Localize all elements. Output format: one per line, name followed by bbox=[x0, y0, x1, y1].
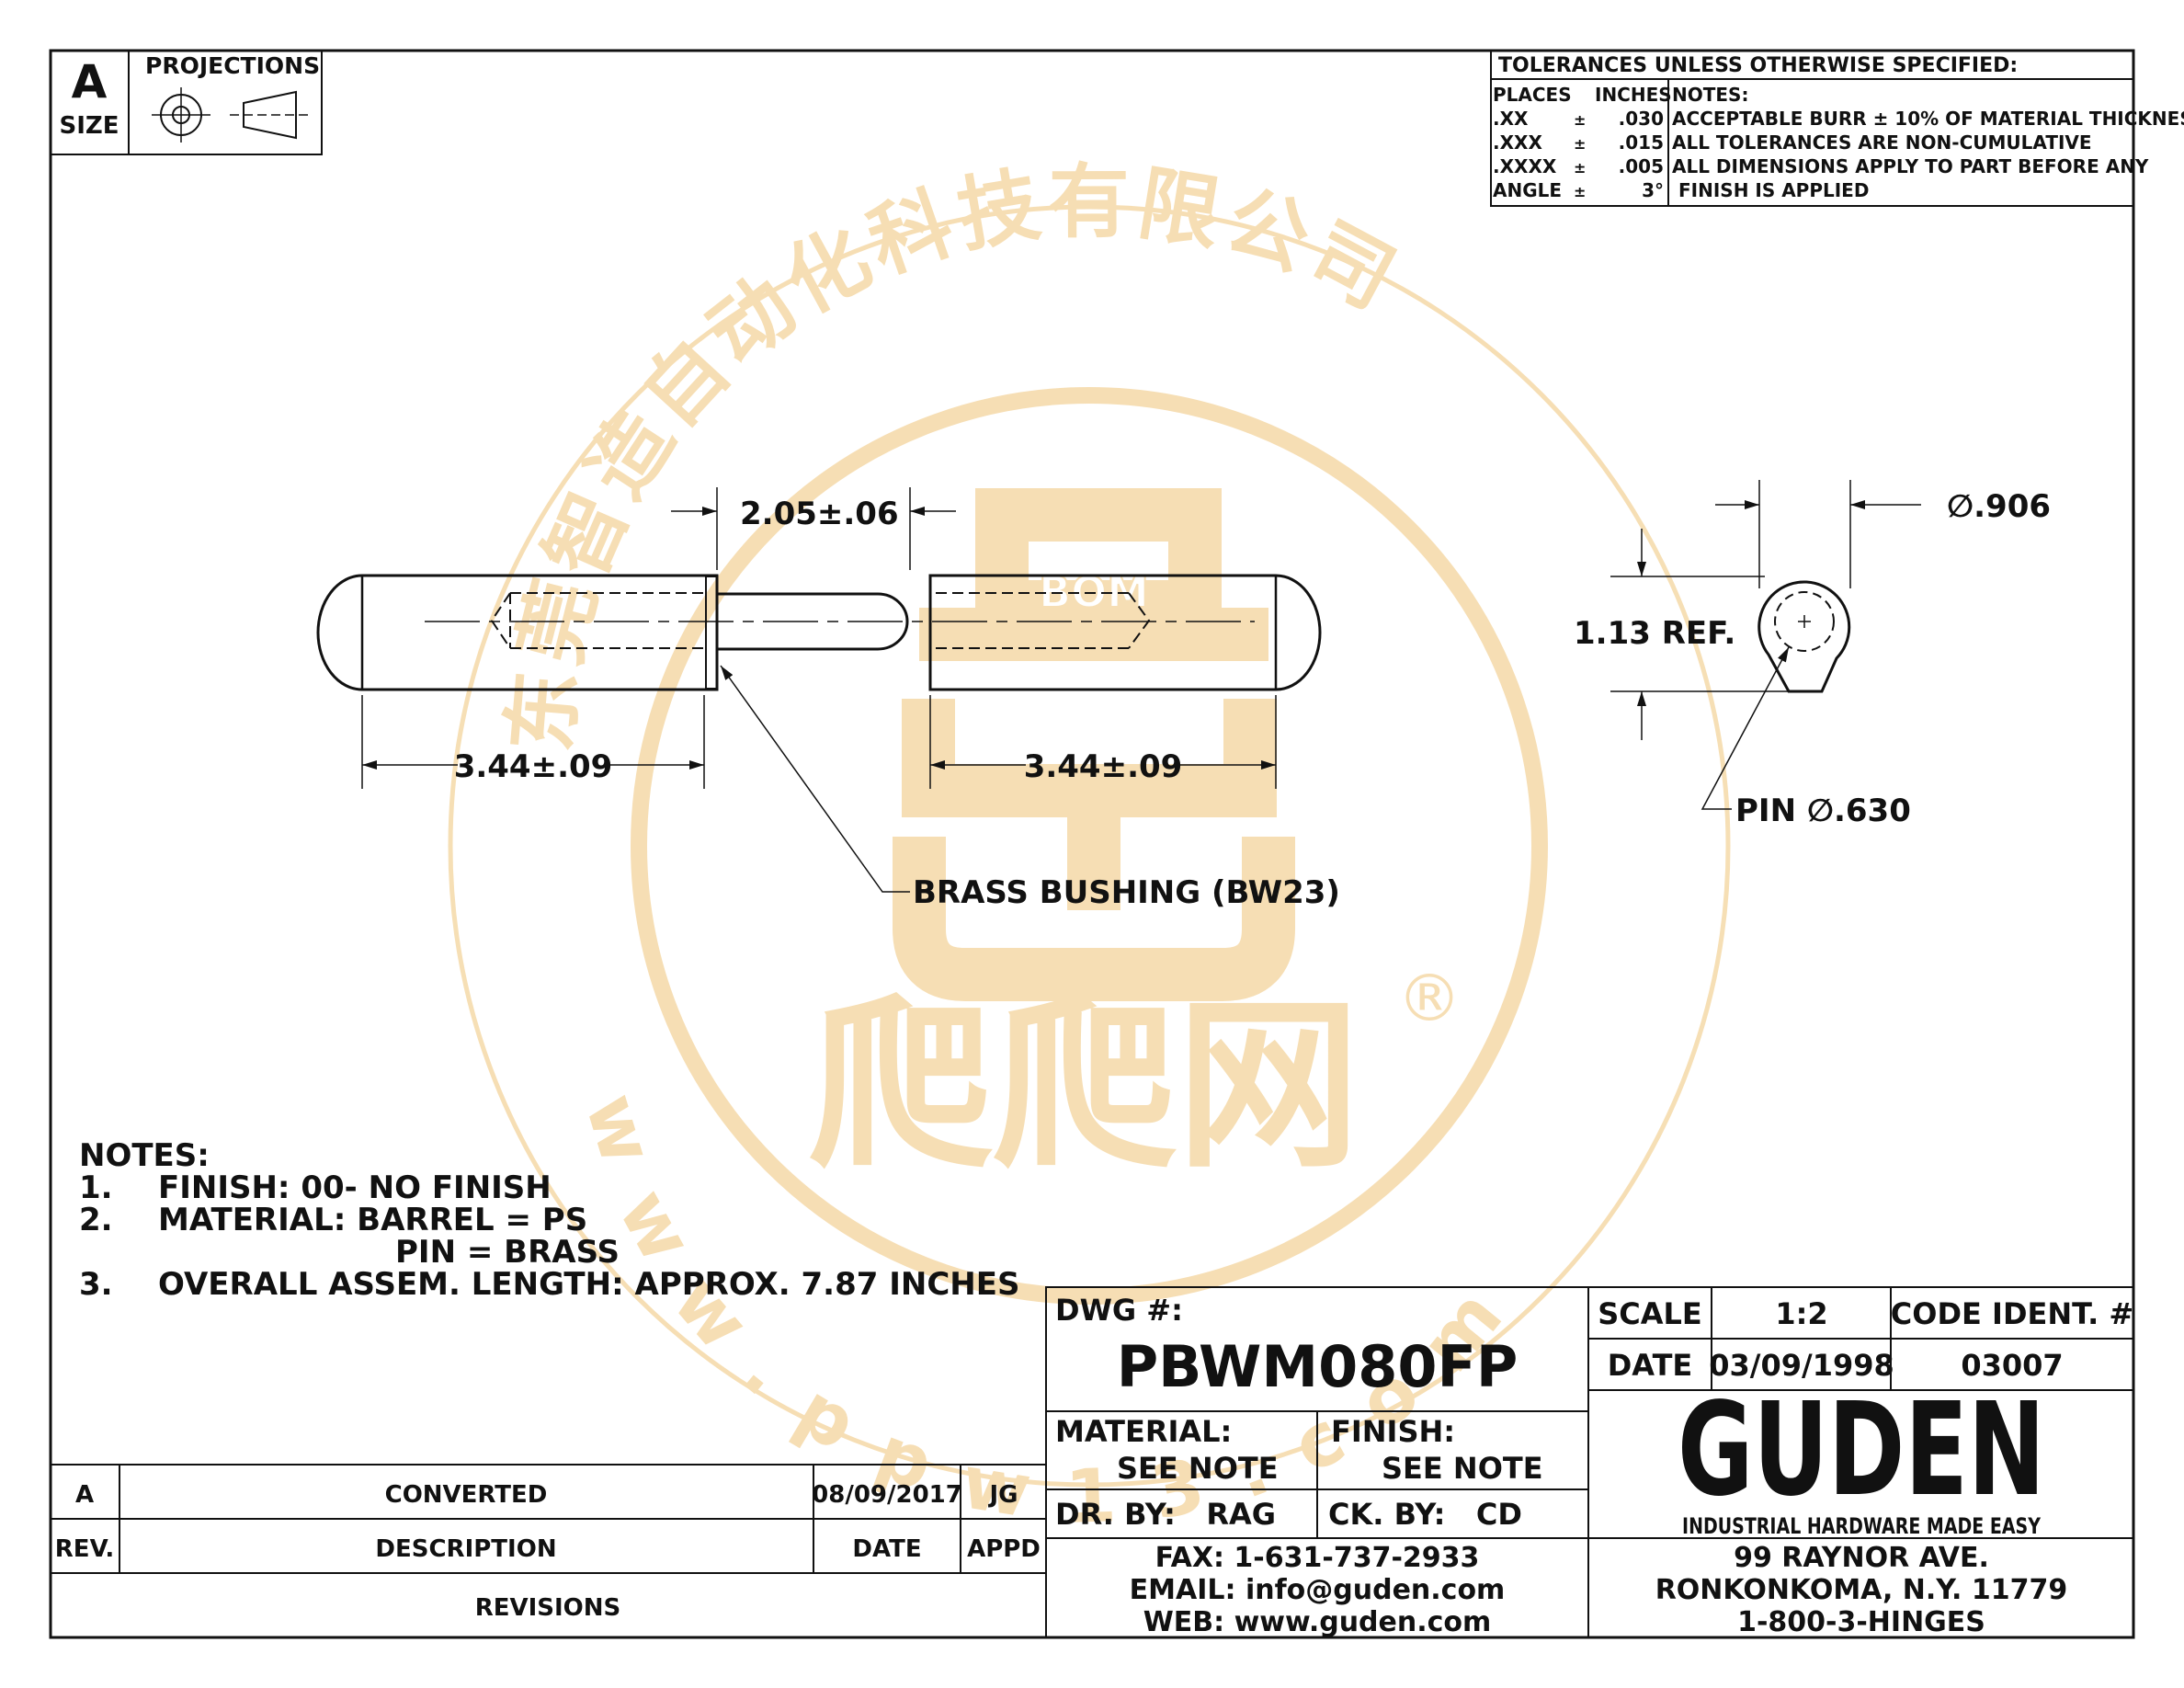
ref-dimension-label: 1.13 REF. bbox=[1574, 615, 1735, 652]
revision-header-description: DESCRIPTION bbox=[375, 1535, 556, 1563]
bushing-label: BRASS BUSHING (BW23) bbox=[913, 874, 1340, 911]
hinge-end-view: ∅.906 1.13 REF. PIN ∅.630 bbox=[1574, 480, 2051, 829]
projections-title: PROJECTIONS bbox=[145, 52, 320, 79]
size-projection-block: A SIZE PROJECTIONS bbox=[51, 51, 323, 155]
bushing-leader: BRASS BUSHING (BW23) bbox=[720, 665, 1340, 911]
material-label: MATERIAL: bbox=[1055, 1414, 1232, 1449]
size-label: SIZE bbox=[59, 112, 119, 140]
tolerance-value: 3° bbox=[1642, 179, 1664, 201]
left-barrel-dimension: 3.44±.09 bbox=[361, 695, 705, 789]
note-text: PIN = BRASS bbox=[395, 1234, 620, 1271]
dwg-number: PBWM080FP bbox=[1117, 1333, 1519, 1400]
address-line-1: 99 RAYNOR AVE. bbox=[1734, 1542, 1989, 1574]
tolerance-pm: ± bbox=[1574, 159, 1586, 177]
notes: NOTES: 1. FINISH: 00- NO FINISH 2. MATER… bbox=[79, 1137, 1019, 1303]
scale-label: SCALE bbox=[1598, 1296, 1702, 1331]
tolerance-pm: ± bbox=[1574, 135, 1586, 153]
note-number: 1. bbox=[79, 1169, 113, 1206]
right-barrel-dimension-label: 3.44±.09 bbox=[1024, 748, 1183, 785]
gap-dimension: 2.05±.06 bbox=[671, 487, 956, 570]
right-barrel-dimension: 3.44±.09 bbox=[929, 695, 1277, 789]
tolerance-value: .030 bbox=[1619, 108, 1664, 130]
watermark: 东莞智造自动化科技有限公司 BOM 爬爬网 ® www.ppw13.com bbox=[448, 154, 1731, 1541]
revision-rev: A bbox=[75, 1481, 94, 1509]
right-barrel bbox=[928, 574, 1322, 691]
sheet-border bbox=[49, 49, 2135, 1639]
revision-header-rev: REV. bbox=[55, 1535, 114, 1563]
date-label: DATE bbox=[1608, 1348, 1693, 1383]
revisions-title: REVISIONS bbox=[475, 1594, 621, 1622]
tolerance-note: ACCEPTABLE BURR ± 10% OF MATERIAL THICKN… bbox=[1672, 108, 2184, 130]
note-number: 2. bbox=[79, 1202, 113, 1238]
logo-tagline: INDUSTRIAL HARDWARE MADE EASY bbox=[1682, 1513, 2041, 1539]
tolerances-title: TOLERANCES UNLESS OTHERWISE SPECIFIED: bbox=[1498, 54, 2018, 77]
date-value: 03/09/1998 bbox=[1709, 1348, 1894, 1383]
pin-label: PIN ∅.630 bbox=[1735, 793, 1911, 829]
tolerances-col-places: PLACES bbox=[1493, 84, 1572, 106]
note-text: OVERALL ASSEM. LENGTH: APPROX. 7.87 INCH… bbox=[158, 1266, 1019, 1303]
drawn-by: DR. BY: RAG bbox=[1055, 1497, 1276, 1532]
tolerances-col-notes: NOTES: bbox=[1672, 84, 1748, 106]
hinge-side-view: 2.05±.06 3.44±.09 3.44±.09 BRASS BUSHING… bbox=[316, 487, 1340, 911]
dwg-label: DWG #: bbox=[1055, 1293, 1183, 1328]
left-barrel-dimension-label: 3.44±.09 bbox=[454, 748, 613, 785]
size-letter: A bbox=[72, 55, 108, 108]
email: EMAIL: info@guden.com bbox=[1130, 1574, 1506, 1606]
first-angle-projection-icon bbox=[152, 87, 210, 143]
tolerance-note: ALL TOLERANCES ARE NON-CUMULATIVE bbox=[1672, 131, 2092, 154]
revision-appd: JG bbox=[987, 1481, 1018, 1509]
revision-description: CONVERTED bbox=[385, 1481, 548, 1509]
cone-projection-icon bbox=[230, 90, 308, 140]
brass-bushing bbox=[705, 576, 718, 690]
material-value: SEE NOTE bbox=[1117, 1451, 1279, 1486]
tolerances-col-inches: INCHES bbox=[1595, 84, 1672, 106]
revision-header-date: DATE bbox=[852, 1535, 921, 1563]
watermark-brand-text: 爬爬网 bbox=[809, 979, 1360, 1193]
guden-logo: GUDEN INDUSTRIAL HARDWARE MADE EASY bbox=[1678, 1375, 2045, 1539]
tolerance-place: .XXX bbox=[1493, 131, 1542, 154]
revisions-table: A CONVERTED 08/09/2017 JG REV. DESCRIPTI… bbox=[51, 1464, 1046, 1622]
tolerance-value: .005 bbox=[1619, 155, 1664, 177]
tolerances-block: TOLERANCES UNLESS OTHERWISE SPECIFIED: P… bbox=[1490, 51, 2184, 207]
title-block: DWG #: PBWM080FP MATERIAL: SEE NOTE FINI… bbox=[1045, 1286, 2133, 1638]
note-number: 3. bbox=[79, 1266, 113, 1303]
revision-header-appd: APPD bbox=[967, 1535, 1041, 1563]
address-line-2: RONKONKOMA, N.Y. 11779 bbox=[1655, 1574, 2068, 1606]
tolerance-pm: ± bbox=[1574, 183, 1586, 200]
scale-value: 1:2 bbox=[1775, 1296, 1827, 1331]
finish-label: FINISH: bbox=[1331, 1414, 1455, 1449]
gap-dimension-label: 2.05±.06 bbox=[740, 496, 899, 532]
note-text: FINISH: 00- NO FINISH bbox=[158, 1169, 552, 1206]
notes-title: NOTES: bbox=[79, 1137, 210, 1174]
tolerance-value: .015 bbox=[1619, 131, 1664, 154]
tolerance-place: ANGLE bbox=[1493, 179, 1562, 201]
hinge-pin bbox=[717, 592, 909, 651]
tolerance-place: .XX bbox=[1493, 108, 1529, 130]
note-text: MATERIAL: BARREL = PS bbox=[158, 1202, 587, 1238]
watermark-registered-mark: ® bbox=[1397, 961, 1462, 1036]
ref-dimension: 1.13 REF. bbox=[1574, 529, 1788, 740]
diameter-dimension: ∅.906 bbox=[1715, 480, 2051, 588]
code-ident-value: 03007 bbox=[1961, 1348, 2063, 1383]
tolerance-place: .XXXX bbox=[1493, 155, 1557, 177]
end-view-outline bbox=[1757, 580, 1851, 693]
checked-by: CK. BY: CD bbox=[1328, 1497, 1522, 1532]
finish-value: SEE NOTE bbox=[1382, 1451, 1543, 1486]
tolerance-note: FINISH IS APPLIED bbox=[1678, 179, 1869, 201]
phone: 1-800-3-HINGES bbox=[1737, 1606, 1985, 1638]
end-view-pin bbox=[1774, 591, 1835, 652]
code-ident-label: CODE IDENT. # bbox=[1891, 1296, 2133, 1331]
left-barrel bbox=[316, 574, 719, 691]
pin-leader: PIN ∅.630 bbox=[1701, 646, 1911, 829]
tolerance-pm: ± bbox=[1574, 111, 1586, 129]
web: WEB: www.guden.com bbox=[1143, 1606, 1492, 1638]
logo-text: GUDEN bbox=[1678, 1375, 2045, 1525]
tolerance-note: ALL DIMENSIONS APPLY TO PART BEFORE ANY bbox=[1672, 155, 2149, 177]
revision-date: 08/09/2017 bbox=[812, 1481, 962, 1509]
fax: FAX: 1-631-737-2933 bbox=[1155, 1542, 1480, 1574]
diameter-label: ∅.906 bbox=[1947, 488, 2051, 525]
